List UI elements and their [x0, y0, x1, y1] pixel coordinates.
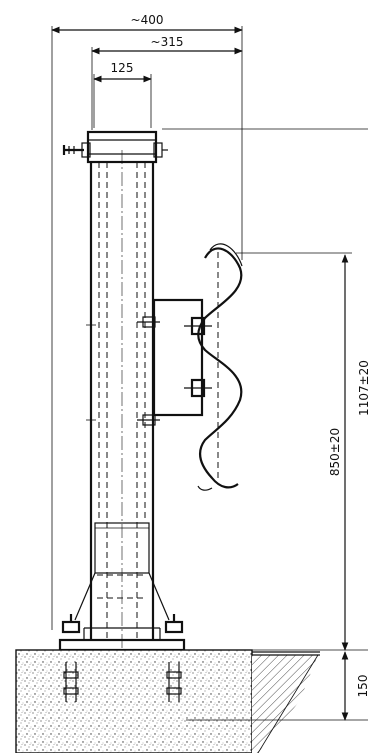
- bracket-width-label: ~315: [151, 35, 184, 49]
- w-beam-rail: [197, 243, 243, 491]
- dimension-overall-width: ~400: [51, 13, 243, 630]
- foundation-depth-label: 150: [356, 675, 368, 698]
- rail-height-label: 850±20: [328, 428, 342, 476]
- concrete-foundation: [15, 649, 253, 753]
- base-sleeve: [74, 522, 170, 621]
- spacer-bracket: [152, 298, 204, 417]
- overall-width-label: ~400: [131, 13, 164, 27]
- dimension-rail-height: 850±20: [328, 254, 349, 651]
- dimension-foundation-depth: 150: [186, 651, 368, 721]
- dimension-bracket-width: ~315: [91, 35, 243, 130]
- total-height-label: 1107±20: [357, 360, 368, 416]
- post-width-label: 125: [111, 61, 134, 75]
- post-cap: [62, 130, 168, 164]
- dimension-total-height: 1107±20: [357, 360, 368, 416]
- post-bolts: [86, 316, 160, 426]
- ground-soil-hatch: [252, 651, 320, 753]
- dimension-post-width: 125: [93, 61, 152, 128]
- embedded-bolt-shanks: [63, 662, 182, 702]
